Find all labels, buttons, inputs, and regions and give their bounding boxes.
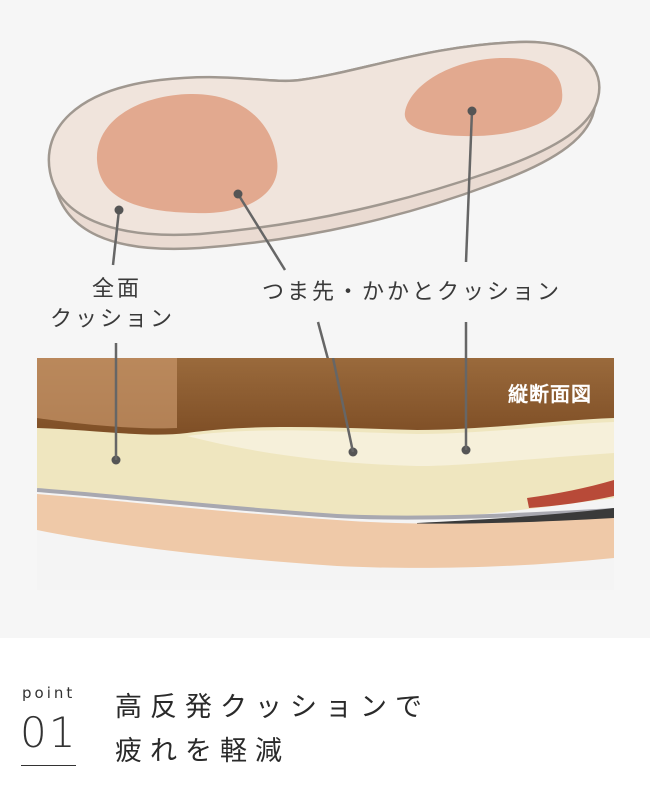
headline-line1: 高反発クッションで xyxy=(115,692,430,723)
point-headline: 高反発クッションで 疲れを軽減 xyxy=(115,686,430,774)
cross-section-photo: 縦断面図 xyxy=(37,358,614,590)
cross-section-caption: 縦断面図 xyxy=(508,382,592,406)
toe-heel-cushion-label: つま先・かかとクッション xyxy=(262,280,563,305)
headline-line2: 疲れを軽減 xyxy=(115,736,290,767)
cross-section-image xyxy=(37,358,614,590)
full-cushion-label-line1: 全面 xyxy=(92,277,143,302)
insole-diagram-section: 全面 クッション つま先・かかとクッション xyxy=(37,40,614,590)
point-underline xyxy=(21,765,76,766)
point-number: 01 xyxy=(20,708,78,757)
point-label: point xyxy=(22,684,76,702)
full-cushion-label-line2: クッション xyxy=(50,307,176,332)
